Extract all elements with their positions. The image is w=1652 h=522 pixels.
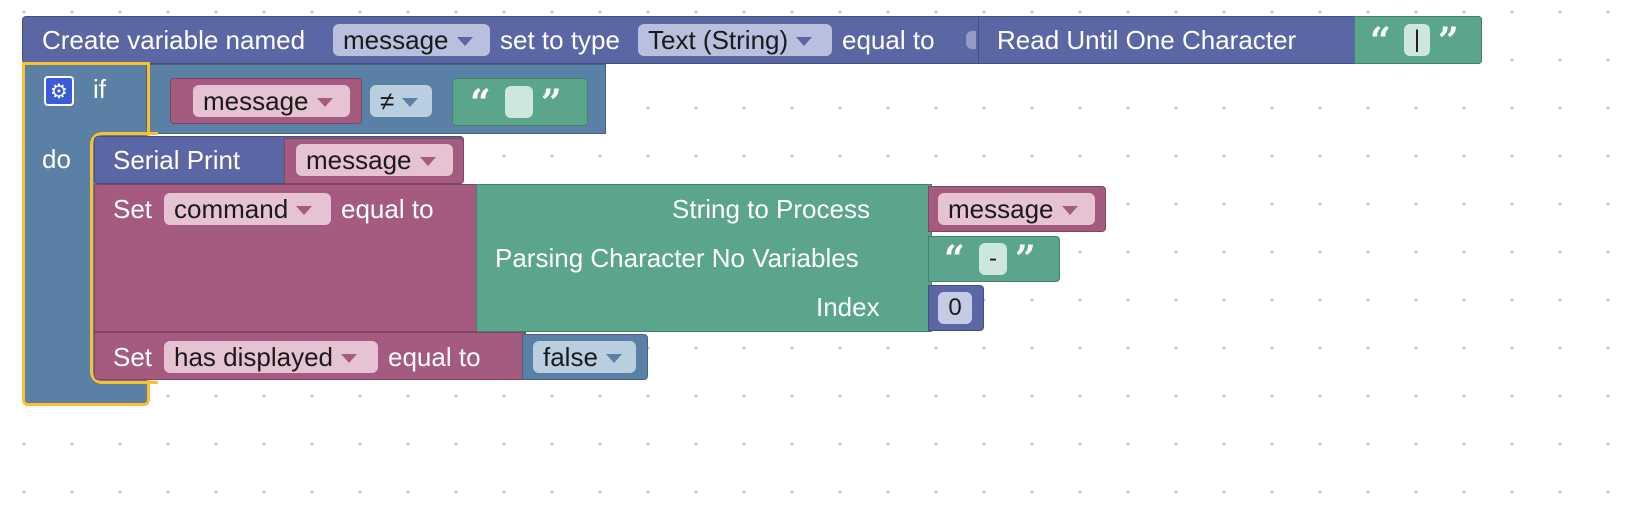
chevron-down-icon: [402, 98, 419, 107]
create-variable-label: Create variable named: [42, 25, 306, 55]
serial-print-variable-text: message: [306, 145, 412, 175]
serial-print-label: Serial Print: [113, 145, 241, 175]
open-quote-icon: “: [1370, 20, 1391, 62]
chevron-down-icon: [605, 354, 622, 363]
operator-text: ≠: [380, 86, 395, 116]
string-parse-block[interactable]: [476, 184, 932, 332]
chevron-down-icon: [1061, 206, 1078, 215]
close-quote-icon: ”: [1438, 20, 1459, 62]
if-label: if: [93, 74, 106, 104]
equal-to-label: equal to: [842, 25, 935, 55]
read-char-field[interactable]: |: [1404, 24, 1430, 56]
open-quote-icon: “: [470, 82, 491, 124]
do-label: do: [42, 144, 71, 174]
chevron-down-icon: [316, 98, 333, 107]
chevron-down-icon: [796, 37, 813, 46]
has-displayed-variable-text: has displayed: [174, 342, 333, 372]
compare-variable-text: message: [203, 86, 309, 116]
close-quote-icon: ”: [1015, 238, 1036, 280]
compare-text-field[interactable]: [505, 86, 533, 118]
set-has-displayed-equal-label: equal to: [388, 342, 481, 372]
chevron-down-icon: [296, 206, 313, 215]
chevron-down-icon: [341, 354, 357, 363]
boolean-value-text: false: [543, 342, 598, 372]
gear-icon[interactable]: ⚙: [44, 76, 74, 106]
do-stack-selection-outline: [90, 132, 158, 384]
variable-type-text: Text (String): [648, 25, 789, 55]
set-command-label: Set: [113, 194, 153, 224]
parsing-character-field[interactable]: -: [979, 243, 1007, 275]
compare-variable-dropdown[interactable]: message: [193, 85, 350, 117]
serial-print-variable-dropdown[interactable]: message: [296, 144, 453, 176]
chevron-down-icon: [456, 37, 473, 46]
index-number-field[interactable]: 0: [938, 292, 972, 324]
set-to-type-label: set to type: [500, 25, 620, 55]
operator-dropdown[interactable]: ≠: [370, 85, 432, 117]
command-variable-dropdown[interactable]: command: [164, 193, 331, 225]
string-to-process-text: message: [948, 194, 1054, 224]
string-to-process-label: String to Process: [672, 194, 870, 224]
has-displayed-variable-dropdown[interactable]: has displayed: [164, 341, 378, 373]
read-until-label: Read Until One Character: [997, 25, 1297, 55]
close-quote-icon: ”: [541, 82, 562, 124]
chevron-down-icon: [419, 157, 436, 166]
variable-name-dropdown[interactable]: message: [333, 24, 490, 56]
variable-name-text: message: [343, 25, 449, 55]
command-variable-text: command: [174, 194, 289, 224]
index-label: Index: [816, 292, 880, 322]
set-command-equal-label: equal to: [341, 194, 434, 224]
parsing-character-label: Parsing Character No Variables: [495, 243, 859, 273]
string-to-process-dropdown[interactable]: message: [938, 193, 1095, 225]
input-socket: [966, 31, 976, 49]
open-quote-icon: “: [944, 238, 965, 280]
set-has-displayed-label: Set: [113, 342, 153, 372]
boolean-value-dropdown[interactable]: false: [533, 341, 636, 373]
variable-type-dropdown[interactable]: Text (String): [638, 24, 832, 56]
